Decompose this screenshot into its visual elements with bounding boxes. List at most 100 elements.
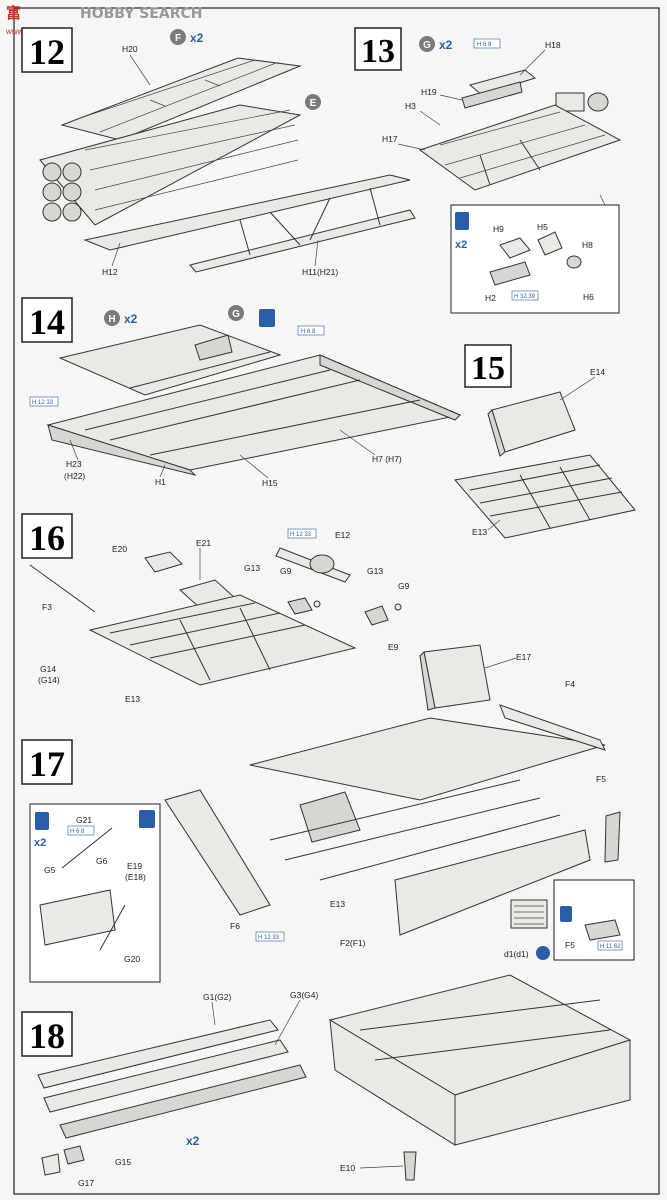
step-17: 17 E17 F4 F5 x2 [21, 644, 635, 983]
svg-text:(H22): (H22) [64, 471, 85, 481]
paint-icon-17 [139, 810, 155, 828]
svg-text:H15: H15 [262, 478, 278, 488]
svg-text:d1(d1): d1(d1) [504, 949, 529, 959]
svg-text:H7 (H7): H7 (H7) [372, 454, 402, 464]
step-18-number: 18 [21, 1011, 73, 1057]
ref-h1233-16: H 12 33 [287, 528, 317, 539]
svg-text:(E18): (E18) [125, 872, 146, 882]
glue-icon-17 [35, 812, 49, 830]
svg-text:G13: G13 [244, 563, 260, 573]
svg-text:H9: H9 [493, 224, 504, 234]
svg-text:F: F [175, 33, 181, 44]
svg-text:G14: G14 [40, 664, 56, 674]
rocket-pod-e [39, 104, 302, 226]
svg-text:G20: G20 [124, 954, 140, 964]
svg-text:H 11 62: H 11 62 [600, 944, 621, 950]
svg-text:F5: F5 [565, 940, 575, 950]
svg-text:x2: x2 [455, 239, 467, 251]
svg-text:E13: E13 [125, 694, 140, 704]
svg-text:H8: H8 [582, 240, 593, 250]
svg-text:G: G [232, 309, 240, 320]
svg-text:x2: x2 [34, 837, 46, 849]
truck-bed [328, 974, 632, 1146]
svg-text:H18: H18 [545, 40, 561, 50]
svg-text:F4: F4 [565, 679, 575, 689]
svg-text:H: H [108, 314, 115, 325]
svg-text:x2: x2 [190, 31, 204, 45]
svg-text:E13: E13 [472, 527, 487, 537]
svg-text:G: G [423, 40, 431, 51]
ref-h1233-17: H 12 33 [255, 931, 285, 942]
svg-text:H6: H6 [583, 292, 594, 302]
svg-text:G17: G17 [78, 1178, 94, 1188]
svg-text:H1: H1 [155, 477, 166, 487]
svg-text:E20: E20 [112, 544, 127, 554]
svg-text:H12: H12 [102, 267, 118, 277]
svg-text:16: 16 [29, 518, 65, 558]
step-14: 14 H x2 G H 6 8 H [21, 297, 462, 488]
paint-icon [259, 309, 275, 327]
svg-text:E13: E13 [330, 899, 345, 909]
svg-text:E14: E14 [590, 367, 605, 377]
svg-text:E21: E21 [196, 538, 211, 548]
rail-g1 [37, 1019, 307, 1139]
part-winch [555, 92, 609, 112]
svg-text:G5: G5 [44, 865, 56, 875]
svg-text:x2: x2 [186, 1134, 200, 1148]
svg-text:H3: H3 [405, 101, 416, 111]
svg-text:H23: H23 [66, 459, 82, 469]
svg-text:15: 15 [471, 350, 505, 387]
svg-text:E9: E9 [388, 642, 399, 652]
frame-h20 [60, 57, 302, 141]
step-15: 15 E14 E13 [454, 344, 636, 539]
svg-text:(G14): (G14) [38, 675, 60, 685]
part-e12 [275, 547, 351, 583]
svg-text:14: 14 [29, 302, 65, 342]
page-border [13, 7, 660, 1195]
svg-text:H 12 33: H 12 33 [290, 532, 312, 538]
part-g-badge [228, 305, 244, 321]
svg-text:G9: G9 [280, 566, 292, 576]
step-13: 13 G x2 H 6 8 H18 [354, 27, 622, 314]
frame-h11 [83, 174, 416, 273]
ref-h1233: H 12 33 [29, 396, 59, 407]
svg-text:H5: H5 [537, 222, 548, 232]
svg-text:E: E [310, 98, 317, 109]
glue-icon [455, 212, 469, 230]
svg-text:H11(H21): H11(H21) [302, 267, 338, 277]
step-17-inset-right: F5 H 11 62 [553, 879, 635, 961]
step-13-badge: G x2 [419, 36, 453, 52]
step-18: 18 G1(G2) G3(G4) x2 G15 G17 E10 [21, 974, 632, 1188]
part-h18 [461, 69, 537, 109]
svg-text:H 12 33: H 12 33 [258, 935, 280, 941]
svg-text:G13: G13 [367, 566, 383, 576]
svg-text:H 6 8: H 6 8 [301, 329, 316, 335]
part-e-badge [305, 94, 321, 110]
part-f3 [29, 564, 96, 613]
svg-text:G15: G15 [115, 1157, 131, 1167]
svg-text:x2: x2 [124, 312, 138, 326]
svg-text:H 32 39: H 32 39 [514, 294, 536, 300]
svg-text:H2: H2 [485, 293, 496, 303]
part-d1 [510, 899, 550, 960]
frame-e13-15 [454, 454, 636, 539]
step-16-number: 16 [21, 513, 73, 559]
main-frame [46, 354, 462, 476]
frame-e13-16 [88, 594, 357, 686]
svg-text:E19: E19 [127, 861, 142, 871]
step-12: 12 F x2 E [21, 27, 416, 277]
svg-text:G6: G6 [96, 856, 108, 866]
svg-text:x2: x2 [439, 38, 453, 52]
ref-h68: H 6 8 [473, 38, 501, 49]
svg-text:H 12 33: H 12 33 [32, 400, 54, 406]
svg-text:富: 富 [6, 4, 21, 22]
frame-h3 [418, 104, 622, 191]
part-e10 [403, 1151, 417, 1181]
svg-text:F3: F3 [42, 602, 52, 612]
step-12-number: 12 [21, 27, 73, 73]
svg-text:13: 13 [361, 33, 395, 70]
step-15-number: 15 [464, 344, 512, 388]
glue-icon-17b [560, 906, 572, 922]
svg-text:F5: F5 [596, 774, 606, 784]
